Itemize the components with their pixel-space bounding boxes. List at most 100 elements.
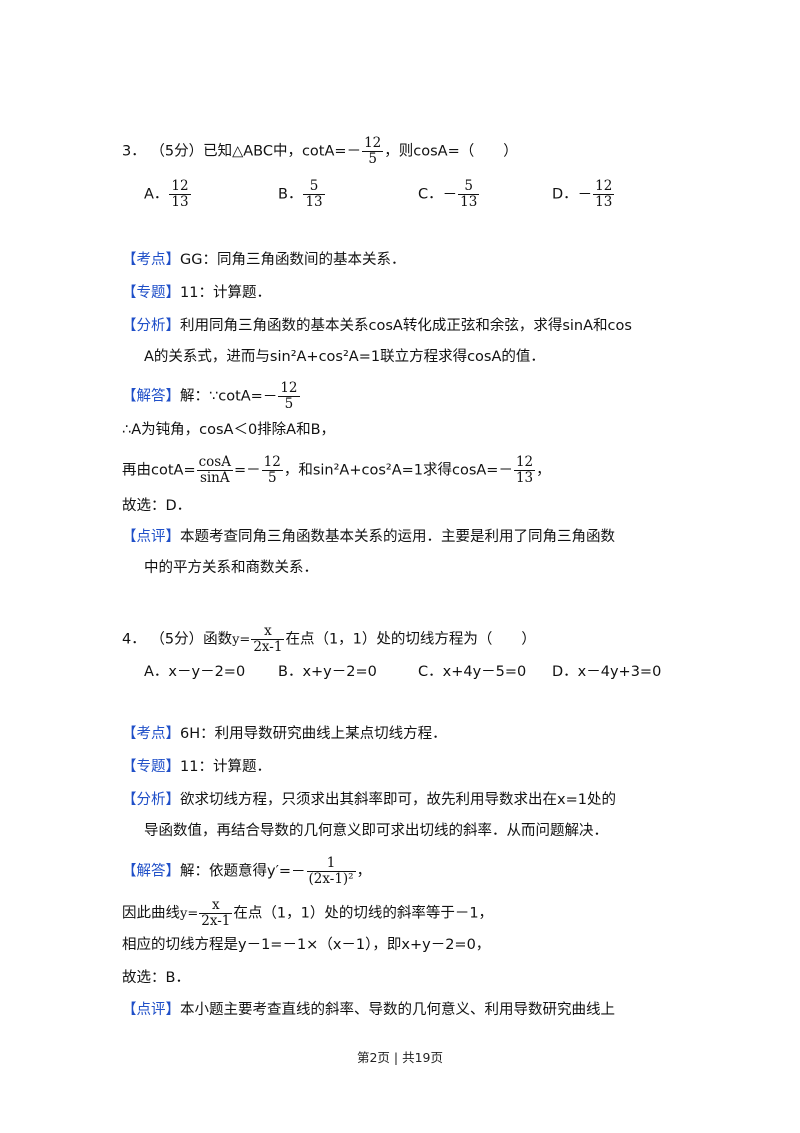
q3-dianping-2: 中的平方关系和商数关系． xyxy=(144,560,318,576)
frac-numerator: 12 xyxy=(280,380,298,396)
again-text-b: =－ xyxy=(233,462,261,479)
dianping-text: 本题考查同角三角函数基本关系的运用．主要是利用了同角三角函数 xyxy=(180,529,615,545)
option-label: C． xyxy=(418,664,443,680)
kaodian-tag: 【考点】 xyxy=(122,726,180,742)
frac-numerator: 12 xyxy=(171,178,189,194)
q4-stem-a: 函数 xyxy=(203,631,233,648)
frac-denominator: 2x-1 xyxy=(251,639,285,655)
q3-choose: 故选：D． xyxy=(122,498,192,514)
kaodian-tag: 【考点】 xyxy=(122,252,180,268)
option-label: C． xyxy=(418,186,443,203)
q4-fenxi-2: 导函数值，再结合导数的几何意义即可求出切线的斜率．从而问题解决． xyxy=(144,823,608,839)
frac-numerator: x xyxy=(212,897,220,913)
q4-option-b: B．x+y－2=0 xyxy=(278,662,377,682)
dianping-tag: 【点评】 xyxy=(122,1002,180,1018)
q3-zhuanti: 【专题】11：计算题． xyxy=(122,283,271,303)
option-sign: － xyxy=(442,186,458,203)
curve-text-b: 在点（1，1）处的切线的斜率等于－1， xyxy=(233,905,494,922)
again-text-a: 再由cotA= xyxy=(122,462,196,479)
q4-stem-y: y= xyxy=(232,632,251,648)
q4-option-d: D．x－4y+3=0 xyxy=(552,662,661,682)
q3-stem-a: 已知△ABC中，cotA=－ xyxy=(203,143,362,160)
fenxi-text: 利用同角三角函数的基本关系cosA转化成正弦和余弦，求得sinA和cos xyxy=(180,318,632,334)
dianping-tag: 【点评】 xyxy=(122,529,180,545)
q3-kaodian: 【考点】GG：同角三角函数间的基本关系． xyxy=(122,250,405,270)
frac-denominator: 13 xyxy=(169,194,191,210)
fenxi-tag: 【分析】 xyxy=(122,318,180,334)
frac-numerator: 12 xyxy=(515,454,534,470)
curve-y: y= xyxy=(180,906,199,922)
frac-denominator: sinA xyxy=(196,470,233,486)
jieda-tag: 【解答】 xyxy=(122,863,180,880)
q4-score: （5分） xyxy=(150,631,204,648)
frac-numerator: 5 xyxy=(309,178,319,194)
option-text: x－y－2=0 xyxy=(168,664,246,680)
frac-denominator: 5 xyxy=(278,396,300,412)
again-text-c: ，和sin²A+cos²A=1求得cosA=－ xyxy=(283,462,513,479)
kaodian-text: 6H：利用导数研究曲线上某点切线方程． xyxy=(180,726,447,742)
frac-numerator: 12 xyxy=(595,178,613,194)
q3-fenxi-2: A的关系式，进而与sin²A+cos²A=1联立方程求得cosA的值． xyxy=(144,349,545,365)
option-label: A． xyxy=(144,664,169,680)
q4-stem-b: 在点（1，1）处的切线方程为（ ） xyxy=(285,631,536,648)
frac-denominator: 13 xyxy=(303,194,325,210)
option-label: D． xyxy=(552,186,578,203)
q4-fenxi-1: 【分析】欲求切线方程，只须求出其斜率即可，故先利用导数求出在x=1处的 xyxy=(122,790,616,810)
frac-numerator: 12 xyxy=(263,454,281,470)
kaodian-text: GG：同角三角函数间的基本关系． xyxy=(180,252,406,268)
frac-denominator: 13 xyxy=(458,194,480,210)
zhuanti-tag: 【专题】 xyxy=(122,285,180,301)
frac-numerator: 5 xyxy=(464,178,474,194)
zhuanti-tag: 【专题】 xyxy=(122,759,180,775)
jieda-text: 解：依题意得y′= xyxy=(180,863,292,880)
q3-fenxi-1: 【分析】利用同角三角函数的基本关系cosA转化成正弦和余弦，求得sinA和cos xyxy=(122,316,632,336)
frac-numerator: 1 xyxy=(326,855,336,871)
jieda-sign: － xyxy=(262,388,278,405)
option-label: A． xyxy=(144,186,169,203)
q4-option-a: A．x－y－2=0 xyxy=(144,662,245,682)
q4-kaodian: 【考点】6H：利用导数研究曲线上某点切线方程． xyxy=(122,724,447,744)
q4-option-c: C．x+4y－5=0 xyxy=(418,662,526,682)
zhuanti-text: 11：计算题． xyxy=(180,285,271,301)
again-text-d: ， xyxy=(536,462,551,479)
q3-dianping-1: 【点评】本题考查同角三角函数基本关系的运用．主要是利用了同角三角函数 xyxy=(122,527,615,547)
frac-numerator: 12 xyxy=(364,135,382,151)
q3-score: （5分） xyxy=(150,143,204,160)
zhuanti-text: 11：计算题． xyxy=(180,759,271,775)
option-label: B． xyxy=(278,664,303,680)
option-text: x+4y－5=0 xyxy=(442,664,527,680)
q3-stem-b: ，则cosA=（ ） xyxy=(384,143,518,160)
q4-zhuanti: 【专题】11：计算题． xyxy=(122,757,271,777)
frac-denominator: 2x-1 xyxy=(199,913,233,929)
q4-number: 4． xyxy=(122,631,146,648)
jieda-fraction: 1(2x-1)² xyxy=(306,855,356,887)
option-label: B． xyxy=(278,186,303,203)
frac-numerator: cosA xyxy=(198,454,231,470)
q4-jieda: 【解答】解：依题意得y′=－1(2x-1)²， xyxy=(122,856,371,887)
frac-denominator: 13 xyxy=(513,470,536,486)
q4-dianping-1: 【点评】本小题主要考查直线的斜率、导数的几何意义、利用导数研究曲线上 xyxy=(122,1000,615,1020)
jieda-sign: － xyxy=(291,863,306,880)
jieda-tag: 【解答】 xyxy=(122,388,180,405)
q4-choose: 故选：B． xyxy=(122,970,190,986)
option-label: D． xyxy=(552,664,578,680)
